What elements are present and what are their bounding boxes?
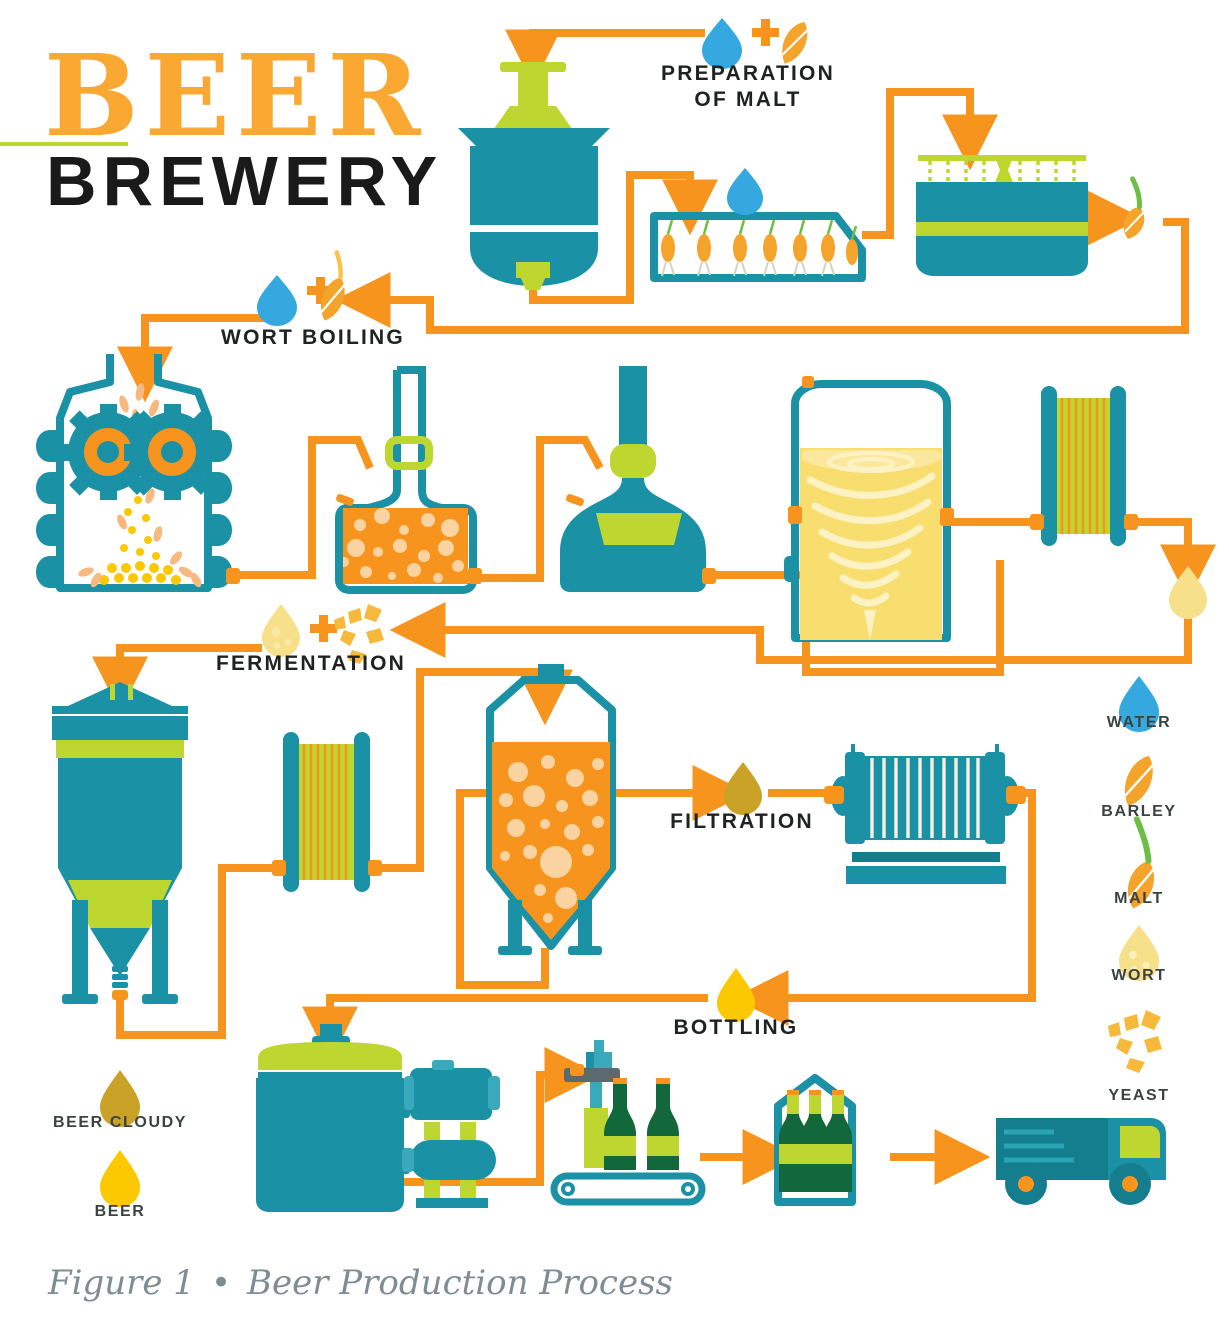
stage-label-bottling: BOTTLING	[674, 1016, 799, 1039]
wort-drop-icon	[1169, 566, 1207, 619]
bottle	[779, 1090, 807, 1192]
plate-heat-exchanger-1	[1030, 386, 1138, 546]
yeast-flakes-icon	[334, 604, 384, 664]
grain-mill	[36, 354, 240, 592]
wort-boiling-icons	[257, 250, 347, 326]
germinating-grains	[661, 219, 858, 277]
bottle-crate	[774, 1074, 856, 1206]
bright-beer-tank	[256, 1024, 410, 1212]
title-brewery: BREWERY	[46, 142, 443, 220]
legend-label-water: WATER	[1107, 714, 1172, 731]
legend-label-wort: WORT	[1111, 967, 1166, 984]
stage-label-filtration: FILTRATION	[670, 810, 814, 833]
bottle	[801, 1090, 829, 1192]
figure-caption: Figure 1 • Beer Production Process	[47, 1263, 673, 1303]
delivery-truck	[996, 1118, 1166, 1205]
water-drop-icon	[727, 168, 763, 215]
plate-heat-exchanger-2	[272, 732, 382, 892]
germination-box	[650, 212, 866, 282]
brew-kettle	[560, 366, 716, 592]
drum-filter	[824, 744, 1026, 884]
bottle-filler	[564, 1040, 620, 1168]
carbonation-pump	[402, 1060, 500, 1208]
whirlpool-tank	[784, 376, 954, 642]
legend-left-icons	[100, 1070, 140, 1207]
caption-figure: Figure 1	[47, 1263, 195, 1303]
legend-label-barley: BARLEY	[1101, 803, 1176, 820]
malt-sprout-icon	[1123, 176, 1145, 239]
stage-label-fermentation: FERMENTATION	[216, 652, 406, 675]
bottle	[647, 1078, 679, 1170]
legend-label-yeast: YEAST	[1108, 1087, 1169, 1104]
legend-label-beer-cloudy: BEER CLOUDY	[53, 1114, 187, 1131]
cloudy-beer-drop-icon	[724, 762, 762, 815]
fermentation-tank	[52, 682, 188, 1004]
stage-label-preparation-line2: OF MALT	[694, 88, 801, 111]
beer-drop-icon	[717, 968, 755, 1022]
mash-tun	[335, 366, 482, 594]
kiln-dryer	[916, 155, 1088, 276]
bottle	[824, 1090, 852, 1192]
stage-preparation-icons	[702, 18, 810, 69]
legend-right-icons	[1108, 676, 1162, 1073]
legend-label-beer: BEER	[95, 1203, 146, 1220]
legend-label-malt: MALT	[1114, 890, 1164, 907]
bottle-conveyor	[550, 1078, 706, 1206]
caption-bullet: •	[211, 1263, 231, 1303]
maturation-tank	[486, 664, 616, 955]
fermentation-icons	[262, 604, 384, 664]
steeping-vessel	[0, 62, 610, 290]
caption-text: Beer Production Process	[246, 1263, 673, 1303]
title-beer: BEER	[44, 31, 426, 162]
bottle	[604, 1078, 636, 1170]
stage-label-preparation-line1: PREPARATION	[661, 62, 835, 85]
stage-label-wort-boiling: WORT BOILING	[221, 326, 405, 349]
